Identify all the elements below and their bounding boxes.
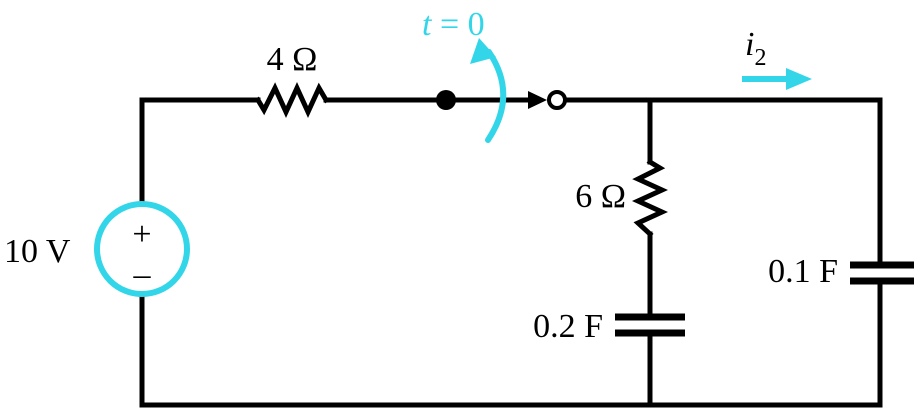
switch-motion-arrowhead xyxy=(470,38,496,64)
switch-pivot-dot xyxy=(436,90,456,110)
current-i2-label: i2 xyxy=(745,26,766,71)
switch-arrowhead xyxy=(528,91,547,109)
current-i2-symbol: i xyxy=(745,26,754,63)
capacitor-0-2-f: 0.2 F xyxy=(533,308,685,345)
voltage-source: + – 10 V xyxy=(4,201,190,297)
voltage-source-minus: – xyxy=(133,256,152,293)
voltage-source-plus: + xyxy=(132,216,151,253)
resistor-4-ohm-zigzag xyxy=(254,81,330,119)
switch-label: t = 0 xyxy=(422,6,485,43)
resistor-6-ohm: 6 Ω xyxy=(575,158,669,238)
resistor-6-ohm-zigzag xyxy=(631,158,669,238)
switch-motion-arc xyxy=(485,49,507,143)
resistor-4-ohm-label: 4 Ω xyxy=(267,41,318,78)
resistor-4-ohm: 4 Ω xyxy=(254,41,330,119)
capacitor-0-1-f-label: 0.1 F xyxy=(768,253,838,290)
wires xyxy=(139,97,883,408)
switch-contact xyxy=(547,90,567,110)
switch: t = 0 xyxy=(422,6,567,143)
wire-left-bottom xyxy=(139,295,883,408)
current-i2-arrowhead xyxy=(786,68,812,90)
current-i2-subscript: 2 xyxy=(754,45,766,71)
resistor-6-ohm-label: 6 Ω xyxy=(575,178,626,215)
switch-label-rest: = 0 xyxy=(431,6,484,43)
current-i2: i2 xyxy=(742,26,812,90)
wire-left-top xyxy=(139,97,261,203)
voltage-source-circle xyxy=(94,201,190,297)
capacitor-0-1-f: 0.1 F xyxy=(768,253,914,290)
voltage-source-label: 10 V xyxy=(4,233,71,270)
capacitor-0-2-f-label: 0.2 F xyxy=(533,308,603,345)
switch-label-var: t xyxy=(422,6,433,43)
